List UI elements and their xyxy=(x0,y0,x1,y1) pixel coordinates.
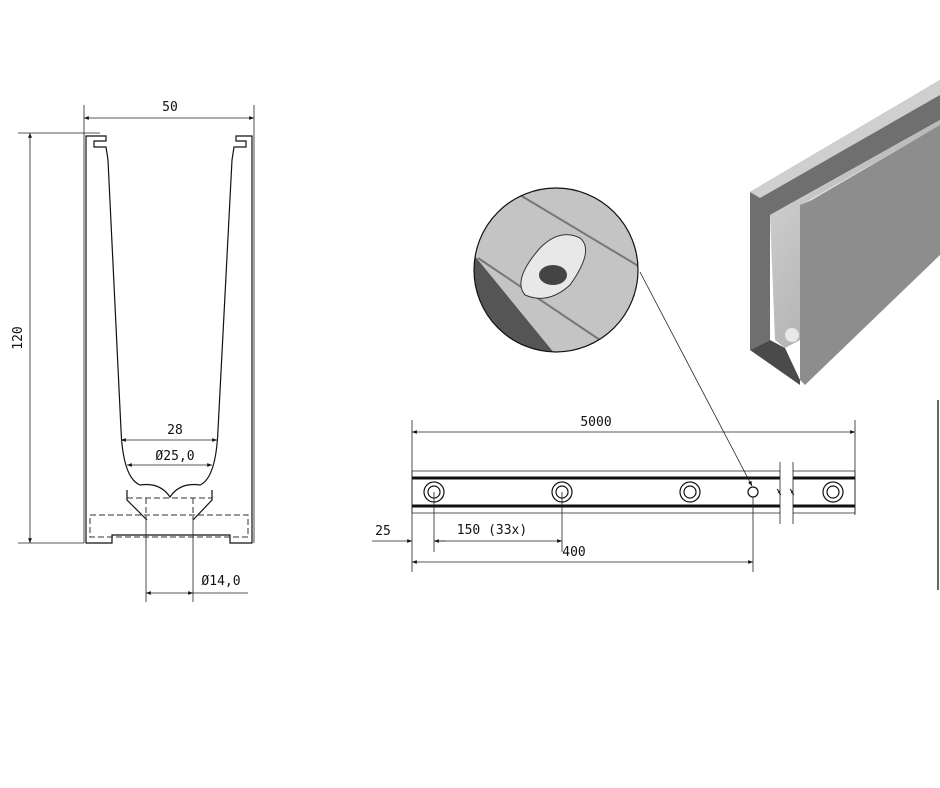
detail-leader xyxy=(639,271,753,487)
hole xyxy=(679,481,701,503)
edge-offset-label: 25 xyxy=(375,524,391,539)
pitch-label: 150 (33x) xyxy=(457,523,527,538)
width-label: 50 xyxy=(162,100,178,115)
height-label: 120 xyxy=(11,326,26,349)
bore-label: Ø25,0 xyxy=(155,449,194,464)
hole xyxy=(822,481,844,503)
inner-width-label: 28 xyxy=(167,423,183,438)
length-label: 5000 xyxy=(580,415,611,430)
hole-small xyxy=(747,486,759,498)
detail-offset-label: 400 xyxy=(562,545,585,560)
profile-outline xyxy=(85,135,253,544)
cross-section-view: 50 120 28 Ø25,0 Ø14,0 xyxy=(11,100,255,602)
hole-label: Ø14,0 xyxy=(201,574,240,589)
detail-view xyxy=(473,187,753,487)
plan-view: 5000 25 150 (33x) 400 xyxy=(372,415,856,572)
profile-3d-view xyxy=(750,80,940,385)
